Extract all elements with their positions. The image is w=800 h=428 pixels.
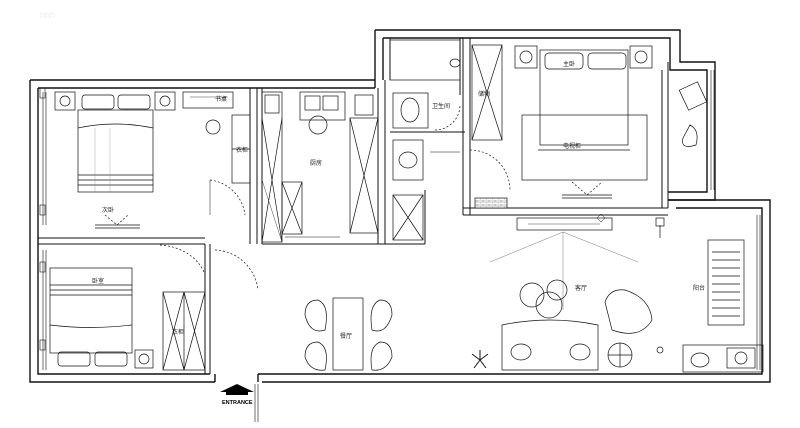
label-third-bed: 卧室: [92, 277, 104, 285]
dining-area: [304, 297, 393, 371]
label-master-bed: 主卧: [563, 60, 575, 68]
label-storage: 储物: [478, 90, 490, 98]
balcony-area: [682, 239, 764, 373]
outer-walls: [29, 29, 771, 383]
watermark-text: hhh: [40, 10, 55, 20]
label-second-bed: 次卧: [102, 206, 114, 214]
entrance-marker: [214, 374, 259, 422]
label-dining-room: 餐厅: [340, 332, 352, 340]
kitchen-area: [261, 91, 379, 243]
bedroom-third: [49, 244, 259, 371]
watermark: hhh: [40, 10, 55, 20]
entrance-label: ENTRANCE: [222, 400, 253, 406]
left-window: [39, 87, 47, 370]
bedroom-second: [54, 91, 251, 229]
label-wardrobe-a: 衣柜: [236, 146, 248, 154]
living-room-area: [471, 213, 665, 371]
label-living-room: 客厅: [575, 284, 587, 292]
label-desk: 书桌: [215, 95, 227, 103]
bedroom-master: [469, 44, 708, 209]
label-kitchen: 厨房: [310, 159, 322, 167]
label-wardrobe-b: 衣柜: [172, 328, 184, 336]
label-balcony: 阳台: [693, 284, 705, 292]
room-labels: 厨房 卫生间 客厅 餐厅 阳台 主卧 次卧 卧室 书桌 衣柜 衣柜 电视柜 储物…: [92, 60, 705, 406]
label-tv-cabinet: 电视柜: [563, 142, 581, 150]
label-bathroom: 卫生间: [432, 102, 450, 110]
bathroom-area: [389, 39, 461, 241]
